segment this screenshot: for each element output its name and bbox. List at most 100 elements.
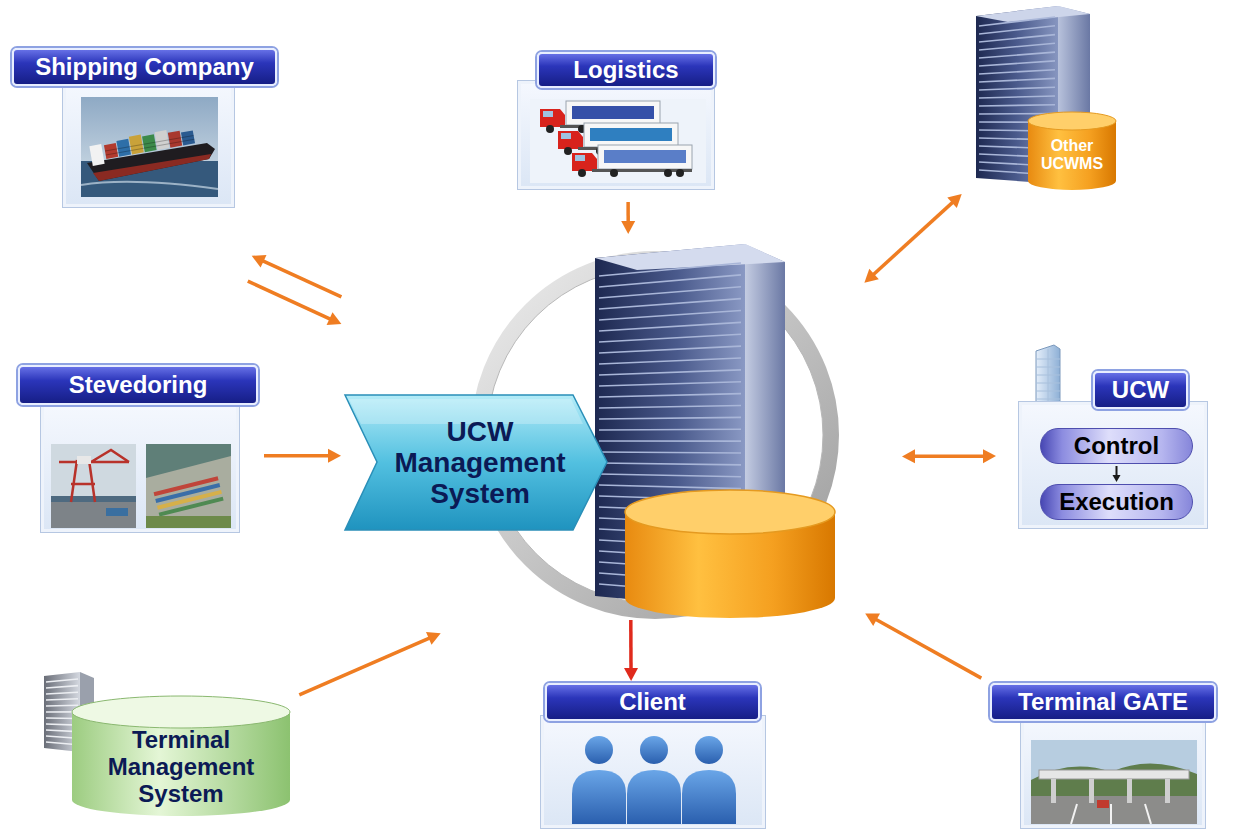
server-illustration-part — [599, 485, 741, 489]
server-tower-part — [979, 78, 1055, 82]
ucw-panel: UCWControlExecution — [1018, 343, 1208, 529]
arrow-head — [983, 449, 996, 463]
flow-arrow — [264, 449, 341, 463]
server-illustration-part — [599, 287, 741, 298]
steve-picture-part — [154, 476, 224, 516]
server-illustration-part — [599, 428, 741, 430]
server-illustration-part — [599, 358, 741, 364]
server-tower-part — [979, 87, 1055, 90]
server-illustration-part — [599, 299, 741, 309]
arrow-line — [629, 620, 633, 671]
server-illustration-part — [599, 394, 741, 397]
node-heading: Terminal GATE — [990, 683, 1216, 721]
server-illustration — [345, 240, 860, 630]
ship-picture-part-part — [105, 135, 194, 155]
people-picture-part — [640, 736, 668, 764]
trucks-picture-part-part — [598, 145, 692, 169]
server-illustration-part — [595, 244, 785, 270]
server-illustration-part — [599, 322, 741, 331]
server-tower-part — [979, 17, 1055, 26]
server-icon-part — [46, 686, 78, 688]
trucks-picture-part-part — [561, 133, 571, 139]
server-icon-part — [46, 699, 78, 700]
ship-picture-part — [81, 182, 218, 189]
trucks-picture-part-part — [572, 153, 597, 171]
picture-panel — [62, 80, 235, 208]
gate-picture-part-part — [1051, 779, 1056, 803]
server-icon-part — [46, 692, 78, 694]
gate-picture-part — [1039, 770, 1189, 779]
flow-arrow — [864, 194, 961, 283]
steve-picture-part — [77, 456, 91, 464]
flow-arrow — [299, 632, 440, 695]
server-illustration-part — [599, 311, 741, 321]
control-pill: Control — [1040, 428, 1193, 464]
picture-panel — [40, 401, 240, 533]
server-tower-part — [979, 43, 1055, 50]
node-heading: Logistics — [537, 52, 715, 88]
arrow-head — [426, 632, 441, 645]
flow-arrow — [621, 202, 635, 234]
arrow-head — [624, 668, 638, 681]
flow-arrow — [865, 613, 981, 678]
trucks-picture-part-part — [540, 109, 565, 127]
trucks-picture — [530, 99, 706, 183]
ship-picture-part — [89, 144, 104, 166]
flow-arrow — [624, 620, 638, 681]
trucks-picture-part — [530, 99, 706, 183]
arrow-head — [328, 449, 341, 463]
arrow-head — [327, 312, 342, 325]
flow-arrow — [902, 449, 996, 463]
server-illustration-part — [599, 417, 741, 419]
trucks-picture-part-part — [558, 131, 583, 149]
server-tower-part — [979, 35, 1055, 42]
server-illustration-part — [599, 334, 741, 342]
gate-picture — [1031, 740, 1197, 824]
people-picture-part — [682, 770, 736, 824]
server-illustration-part — [599, 382, 741, 386]
other-ucwms-server: Other UCWMS — [958, 2, 1120, 190]
trucks-picture-part-part — [575, 155, 585, 161]
arrow-line — [626, 202, 630, 224]
arrow-line — [248, 281, 332, 320]
logistics-card: Logistics — [517, 52, 717, 192]
server-illustration-part — [599, 346, 741, 353]
terminal-gate-card: Terminal GATE — [990, 683, 1216, 829]
node-heading: Shipping Company — [12, 48, 277, 86]
people-picture-part — [585, 736, 613, 764]
arrow-line — [872, 201, 954, 276]
picture-panel — [540, 715, 766, 829]
server-illustration-part — [625, 578, 835, 618]
people-picture-part — [627, 770, 681, 824]
steve-picture-part — [51, 444, 136, 528]
arrow-line — [299, 637, 431, 694]
trucks-picture-part-part — [584, 123, 678, 147]
server-tower-part — [979, 70, 1055, 74]
server-illustration-part — [599, 440, 741, 442]
server-icon-part — [46, 704, 78, 706]
picture-panel — [517, 80, 715, 190]
ship-picture-part-part — [181, 130, 195, 145]
trucks-picture-part — [572, 145, 692, 177]
server-illustration-part — [599, 452, 741, 453]
ship-picture-part — [81, 97, 218, 197]
execution-pill: Execution — [1040, 484, 1193, 520]
arrow-head — [947, 194, 961, 208]
database-label: Terminal Management System — [92, 726, 270, 807]
steve-picture-part — [146, 456, 231, 528]
arrow-line — [264, 454, 331, 458]
arrow-head — [865, 613, 880, 626]
terminal-management-system: Terminal Management System — [40, 668, 292, 818]
stevedoring-card: Stevedoring — [18, 363, 258, 533]
node-label: Control — [1041, 429, 1192, 463]
node-heading: Client — [545, 683, 760, 721]
steve-picture — [51, 444, 231, 528]
server-illustration-part — [599, 275, 741, 287]
node-label: Execution — [1041, 485, 1192, 519]
steve-picture-part-part — [159, 497, 224, 517]
server-tower-part — [979, 52, 1055, 58]
database-cylinder-part — [72, 696, 290, 728]
flow-arrow — [248, 281, 342, 325]
server-tower-part — [979, 96, 1055, 98]
shipping-company-card: Shipping Company — [12, 48, 277, 208]
